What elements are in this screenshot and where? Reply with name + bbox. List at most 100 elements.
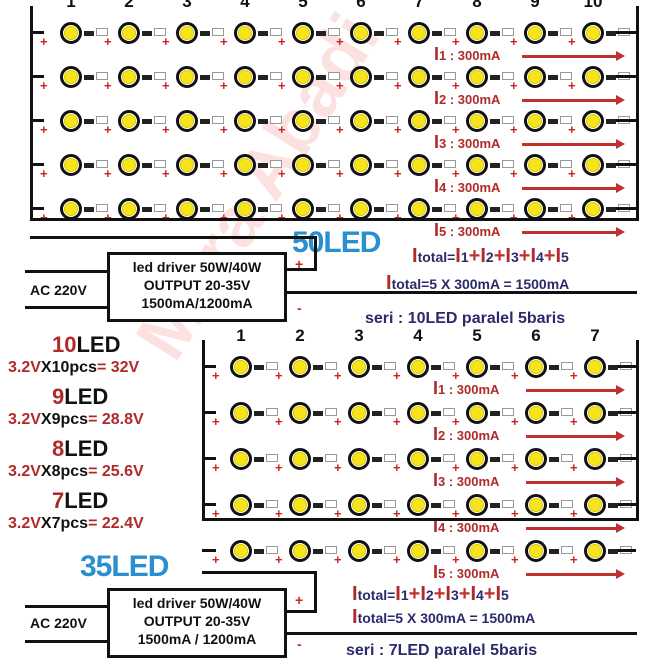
top-title: 50LED xyxy=(292,226,381,259)
ac-wire-bottom xyxy=(25,306,107,309)
voltage-calc: 3.2VX8pcs= 25.6V xyxy=(8,463,144,480)
row-feed-wire xyxy=(30,119,44,122)
connector xyxy=(549,545,573,557)
plus-sign: + xyxy=(452,506,460,521)
driver-plus-wire xyxy=(287,268,317,271)
plus-sign: + xyxy=(393,552,401,567)
bottom-rail xyxy=(30,218,639,221)
current-label: I3 : 300mA xyxy=(433,470,500,490)
led-icon xyxy=(176,154,198,176)
led-icon xyxy=(230,356,252,378)
led-icon xyxy=(350,22,372,44)
led-count-heading: 8LED xyxy=(52,436,109,461)
led-icon xyxy=(524,22,546,44)
connector xyxy=(254,453,278,465)
top-left-return xyxy=(30,236,317,239)
connector xyxy=(142,115,166,127)
row-return-wire xyxy=(618,457,636,460)
top-formula-total: Itotal=5 X 300mA = 1500mA xyxy=(386,272,570,294)
plus-sign: + xyxy=(220,122,228,137)
driver-plus-wire-v xyxy=(314,236,317,271)
plus-sign: + xyxy=(278,166,286,181)
column-number: 2 xyxy=(124,0,134,11)
plus-sign: + xyxy=(212,460,220,475)
led-icon xyxy=(525,494,547,516)
connector xyxy=(490,361,514,373)
plus-sign: + xyxy=(104,166,112,181)
led-icon xyxy=(524,110,546,132)
current-label: I1 : 300mA xyxy=(433,378,500,398)
column-number: 10 xyxy=(583,0,603,11)
plus-sign: + xyxy=(275,368,283,383)
led-icon xyxy=(584,356,606,378)
connector xyxy=(432,71,456,83)
column-number: 5 xyxy=(472,326,482,345)
connector xyxy=(549,499,573,511)
connector xyxy=(490,115,514,127)
driver-line1: led driver 50W/40W xyxy=(132,259,262,275)
column-number: 4 xyxy=(240,0,250,11)
column-number: 3 xyxy=(354,326,364,345)
plus-sign: + xyxy=(568,34,576,49)
led-icon xyxy=(466,356,488,378)
led-icon xyxy=(525,356,547,378)
plus-sign: + xyxy=(40,122,48,137)
plus-sign: + xyxy=(40,78,48,93)
current-label: I2 : 300mA xyxy=(434,88,501,108)
led-icon xyxy=(407,540,429,562)
led-icon xyxy=(407,494,429,516)
current-arrow xyxy=(526,477,625,487)
current-arrow xyxy=(522,51,625,61)
connector xyxy=(490,71,514,83)
led-icon xyxy=(348,356,370,378)
bottom-seri-label: seri : 7LED paralel 5baris xyxy=(346,642,538,659)
led-icon xyxy=(524,66,546,88)
led-icon xyxy=(407,402,429,424)
plus-sign: + xyxy=(220,78,228,93)
connector xyxy=(372,407,396,419)
driver-line3: 1500mA / 1200mA xyxy=(137,631,257,647)
led-icon xyxy=(234,22,256,44)
plus-sign: + xyxy=(394,122,402,137)
connector xyxy=(372,453,396,465)
connector xyxy=(313,407,337,419)
row-return-wire xyxy=(618,503,636,506)
led-icon xyxy=(584,494,606,516)
led-icon xyxy=(118,198,140,220)
column-number: 6 xyxy=(531,326,541,345)
plus-sign: + xyxy=(162,210,170,225)
led-count-heading: 7LED xyxy=(52,488,109,513)
connector xyxy=(316,115,340,127)
led-icon xyxy=(118,110,140,132)
driver-line3: 1500mA/1200mA xyxy=(141,295,253,311)
column-number: 1 xyxy=(66,0,76,11)
led-icon xyxy=(234,198,256,220)
row-feed-wire xyxy=(30,31,44,34)
led-icon xyxy=(176,22,198,44)
led-icon xyxy=(292,154,314,176)
connector xyxy=(549,453,573,465)
plus-sign: + xyxy=(104,78,112,93)
bottom-formula-total: Itotal=5 X 300mA = 1500mA xyxy=(352,606,536,628)
plus-sign: + xyxy=(394,166,402,181)
connector xyxy=(142,203,166,215)
connector xyxy=(200,27,224,39)
column-number: 5 xyxy=(298,0,308,11)
current-arrow xyxy=(522,95,625,105)
connector xyxy=(490,203,514,215)
led-icon xyxy=(230,448,252,470)
led-icon xyxy=(466,22,488,44)
driver-line1: led driver 50W/40W xyxy=(132,595,262,611)
plus-sign: + xyxy=(570,414,578,429)
led-icon xyxy=(466,448,488,470)
column-number: 7 xyxy=(414,0,424,11)
top-minus: - xyxy=(297,300,302,316)
led-icon xyxy=(582,154,604,176)
current-arrow xyxy=(522,227,625,237)
connector xyxy=(316,203,340,215)
led-icon xyxy=(118,22,140,44)
plus-sign: + xyxy=(334,506,342,521)
led-icon xyxy=(584,540,606,562)
plus-sign: + xyxy=(104,122,112,137)
connector xyxy=(254,361,278,373)
